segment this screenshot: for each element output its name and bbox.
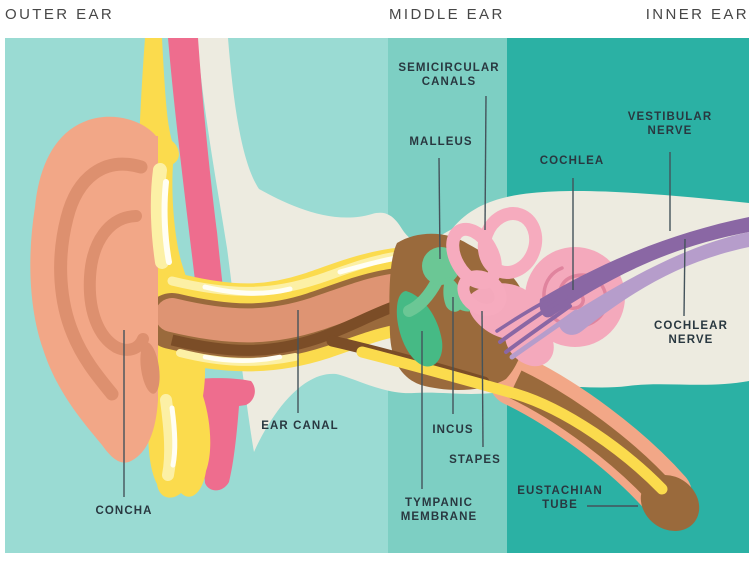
section-header-middle-ear: MIDDLE EAR <box>389 6 505 23</box>
nerve-streak-4 <box>509 309 579 360</box>
nerve-streak-1 <box>498 295 568 344</box>
label-malleus: MALLEUS <box>409 136 473 148</box>
leader-stapes <box>481 310 484 448</box>
label-cochlea: COCHLEA <box>539 155 605 167</box>
pinna-shadow <box>140 342 160 394</box>
malleus-handle <box>403 275 443 317</box>
pinna-helix-fold <box>54 157 148 401</box>
rim-highlight-pale <box>150 163 169 269</box>
semicircular-canal-2 <box>477 207 543 279</box>
label-vestibular-nerve: VESTIBULAR NERVE <box>627 111 713 137</box>
label-stapes: STAPES <box>449 454 501 466</box>
leader-lines <box>123 95 686 507</box>
cartilage-stripe <box>356 346 668 495</box>
ear-canal-floor-dark <box>170 299 400 356</box>
label-cochlear-nerve: COCHLEAR NERVE <box>654 320 728 346</box>
ear-canal-glint-bottom <box>202 354 283 363</box>
rim-highlight-lower <box>160 394 177 481</box>
label-incus: INCUS <box>432 424 474 436</box>
semicircular-canal-3 <box>457 270 507 316</box>
label-semicircular-canals: SEMICIRCULAR CANALS <box>398 62 500 88</box>
rim-glint-white <box>161 179 172 265</box>
leader-semicircular-canals <box>484 95 487 231</box>
nerve-streak-3 <box>495 294 558 333</box>
muscle-strip <box>168 38 229 348</box>
vestibular-nerve-shape <box>539 217 749 318</box>
cochlear-nerve-shape <box>558 232 749 335</box>
ear-canal-glint-top <box>202 284 293 296</box>
section-header-outer-ear: OUTER EAR <box>5 6 115 23</box>
pinna-antihelix-fold <box>83 210 149 356</box>
label-eustachian-tube: EUSTACHIAN TUBE <box>517 485 603 511</box>
rim-glint-lower <box>169 405 178 468</box>
leader-cochlear-nerve <box>683 238 686 317</box>
leader-malleus <box>438 157 441 260</box>
label-concha: CONCHA <box>95 505 153 517</box>
nerve-streak-2 <box>504 304 572 354</box>
section-header-inner-ear: INNER EAR <box>645 6 749 23</box>
label-ear-canal: EAR CANAL <box>261 420 339 432</box>
label-tympanic-membrane: TYMPANIC MEMBRANE <box>400 497 478 523</box>
